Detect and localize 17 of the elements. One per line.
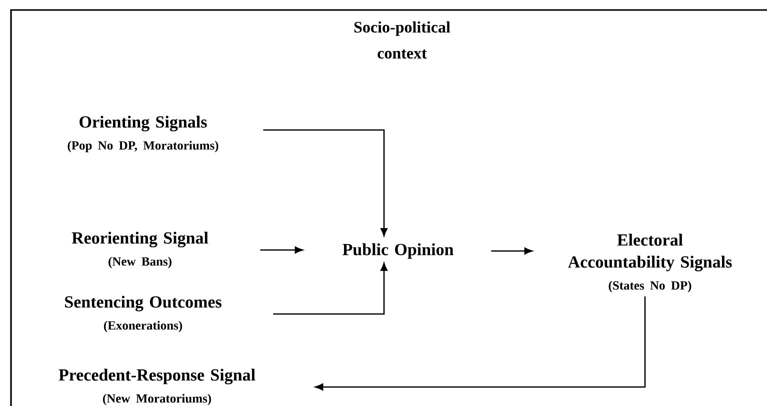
arrow bbox=[263, 129, 388, 236]
node-heading: Precedent-Response Signal bbox=[58, 368, 256, 384]
node-subtitle: (States No DP) bbox=[608, 280, 692, 292]
node-subtitle: (Exonerations) bbox=[104, 320, 182, 332]
node-subtitle: (New Bans) bbox=[108, 256, 172, 268]
arrow bbox=[273, 262, 388, 315]
arrow bbox=[260, 246, 303, 254]
node-heading: Orienting Signals bbox=[80, 116, 207, 132]
node-heading: Electoral Accountability Signals bbox=[568, 234, 732, 272]
arrow bbox=[315, 296, 646, 390]
node-subtitle: (Pop No DP, Moratoriums) bbox=[68, 140, 218, 152]
arrow bbox=[491, 248, 532, 254]
node-subtitle: (New Moratoriums) bbox=[103, 394, 211, 406]
node-heading: Public Opinion bbox=[342, 243, 454, 259]
node-heading: Reorienting Signal bbox=[72, 232, 208, 248]
node-heading: Sentencing Outcomes bbox=[65, 296, 222, 312]
frame-title: Socio-political context bbox=[354, 21, 450, 59]
